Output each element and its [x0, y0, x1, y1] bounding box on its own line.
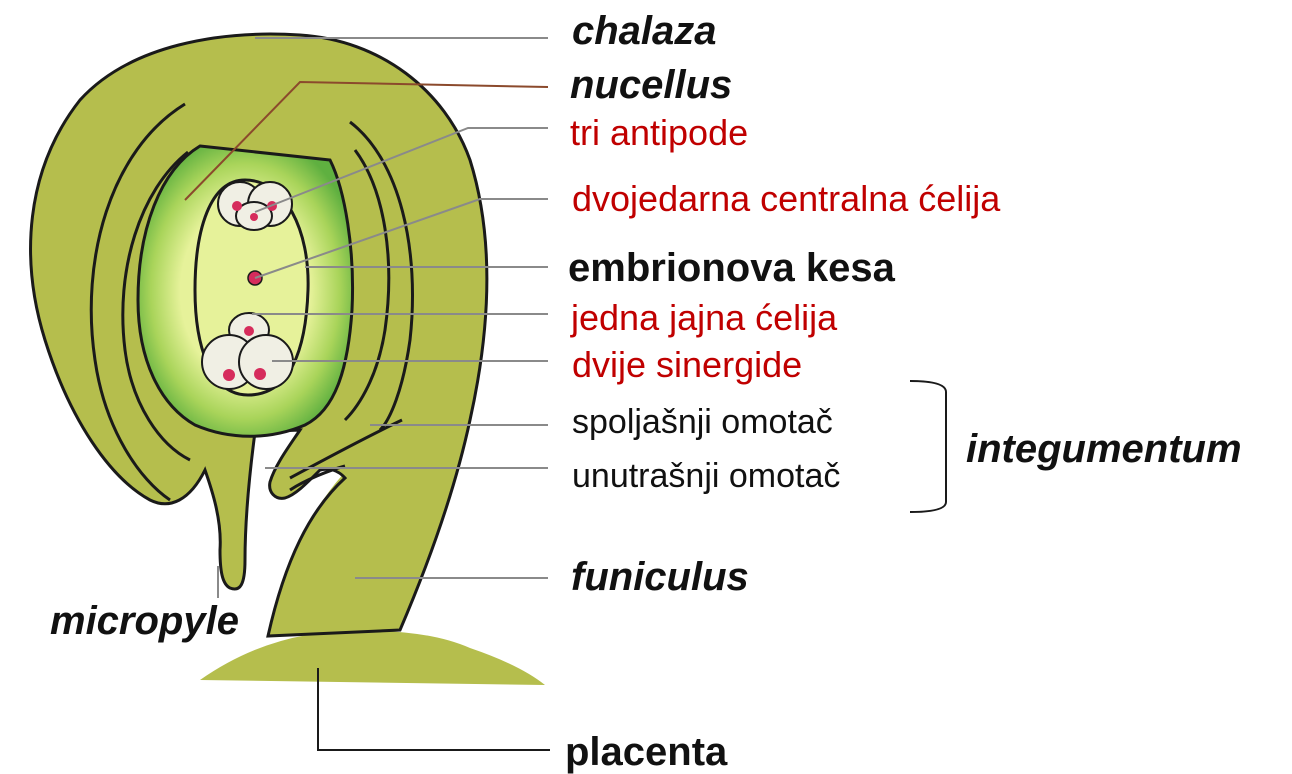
antipodal-cells: [218, 182, 292, 230]
label-chalaza: chalaza: [572, 9, 717, 53]
label-inner-integument: unutrašnji omotač: [572, 457, 840, 495]
label-central-cell: dvojedarna centralna ćelija: [572, 178, 1001, 219]
label-nucellus: nucellus: [570, 63, 732, 107]
label-embryo-sac: embrionova kesa: [568, 246, 896, 290]
label-micropyle: micropyle: [50, 599, 239, 643]
label-outer-integument: spoljašnji omotač: [572, 403, 833, 441]
placenta-shape: [200, 631, 545, 685]
label-antipodal-cells: tri antipode: [570, 112, 748, 153]
label-egg-cell: jedna jajna ćelija: [570, 297, 838, 338]
label-placenta: placenta: [565, 730, 728, 774]
label-funiculus: funiculus: [571, 555, 749, 599]
integument-bracket: [910, 381, 946, 512]
label-integumentum: integumentum: [966, 427, 1242, 471]
label-synergids: dvije sinergide: [572, 344, 802, 385]
